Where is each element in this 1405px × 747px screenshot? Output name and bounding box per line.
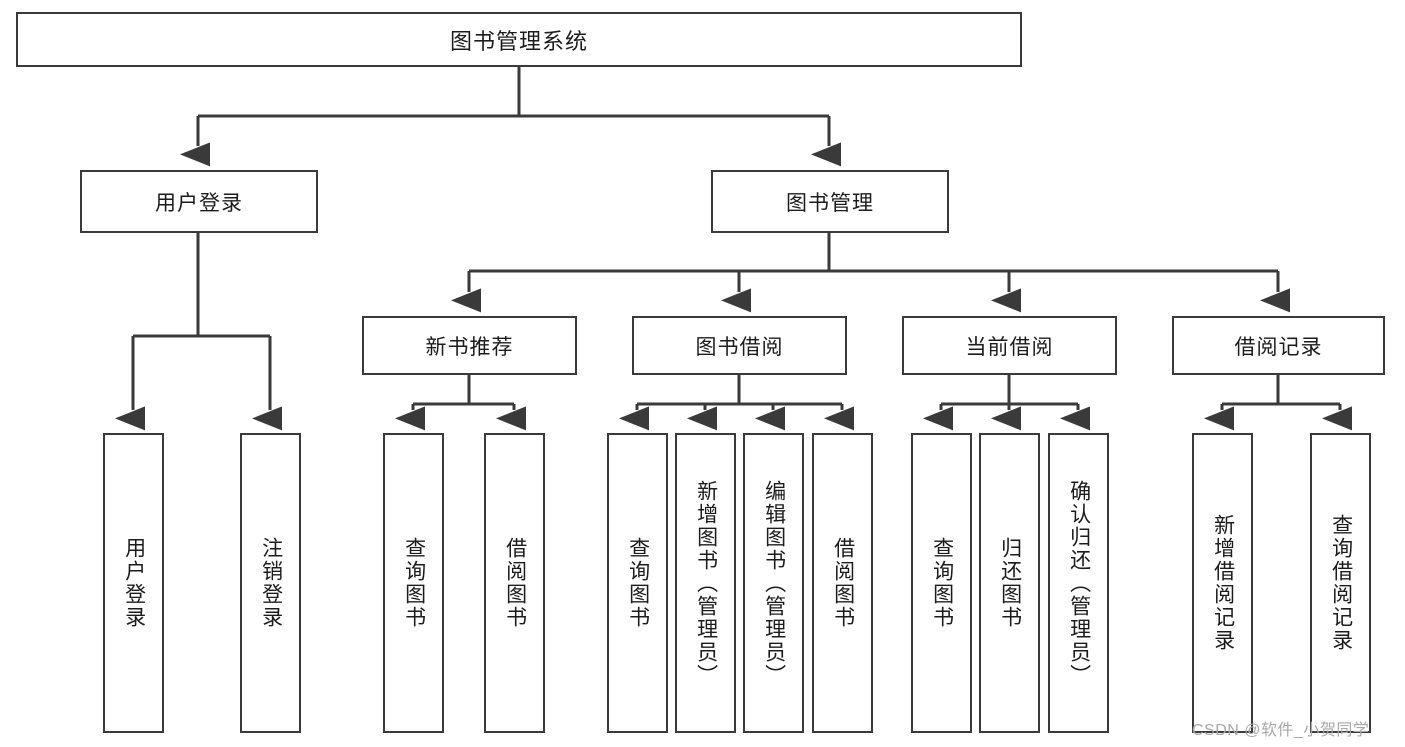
leaf-label: 新增借阅记录 xyxy=(1211,514,1235,652)
leaf-user-login[interactable]: 用户登录 xyxy=(103,433,164,733)
node-root-system[interactable]: 图书管理系统 xyxy=(16,12,1022,67)
leaf-add-book-admin[interactable]: 新增图书（管理员） xyxy=(675,433,736,733)
leaf-query-book-current[interactable]: 查询图书 xyxy=(911,433,972,733)
node-user-login[interactable]: 用户登录 xyxy=(80,170,318,233)
leaf-label: 查询图书 xyxy=(626,537,650,629)
leaf-add-borrow-record[interactable]: 新增借阅记录 xyxy=(1192,433,1253,733)
leaf-confirm-return-admin[interactable]: 确认归还（管理员） xyxy=(1048,433,1109,733)
leaf-label: 注销登录 xyxy=(259,537,283,629)
node-current-borrow[interactable]: 当前借阅 xyxy=(902,316,1117,375)
leaf-label: 编辑图书（管理员） xyxy=(762,479,786,687)
leaf-label: 新增图书（管理员） xyxy=(694,479,718,687)
leaf-label: 用户登录 xyxy=(122,537,146,629)
leaf-label: 查询借阅记录 xyxy=(1329,514,1353,652)
leaf-borrow-book[interactable]: 借阅图书 xyxy=(812,433,873,733)
leaf-return-book[interactable]: 归还图书 xyxy=(979,433,1040,733)
leaf-label: 借阅图书 xyxy=(831,537,855,629)
leaf-logout[interactable]: 注销登录 xyxy=(240,433,301,733)
leaf-query-book-recommend[interactable]: 查询图书 xyxy=(383,433,444,733)
leaf-label: 借阅图书 xyxy=(503,537,527,629)
leaf-label: 确认归还（管理员） xyxy=(1067,479,1091,687)
csdn-watermark: CSDN @软件_小贺同学 xyxy=(1192,722,1370,739)
leaf-borrow-book-recommend[interactable]: 借阅图书 xyxy=(484,433,545,733)
leaf-label: 查询图书 xyxy=(930,537,954,629)
node-book-borrow[interactable]: 图书借阅 xyxy=(632,316,847,375)
node-new-book-recommend[interactable]: 新书推荐 xyxy=(362,316,577,375)
leaf-edit-book-admin[interactable]: 编辑图书（管理员） xyxy=(743,433,804,733)
leaf-query-borrow-record[interactable]: 查询借阅记录 xyxy=(1310,433,1371,733)
leaf-label: 查询图书 xyxy=(402,537,426,629)
leaf-label: 归还图书 xyxy=(998,537,1022,629)
leaf-query-book-borrow[interactable]: 查询图书 xyxy=(607,433,668,733)
node-borrow-record[interactable]: 借阅记录 xyxy=(1172,316,1385,375)
node-book-management[interactable]: 图书管理 xyxy=(711,170,949,233)
